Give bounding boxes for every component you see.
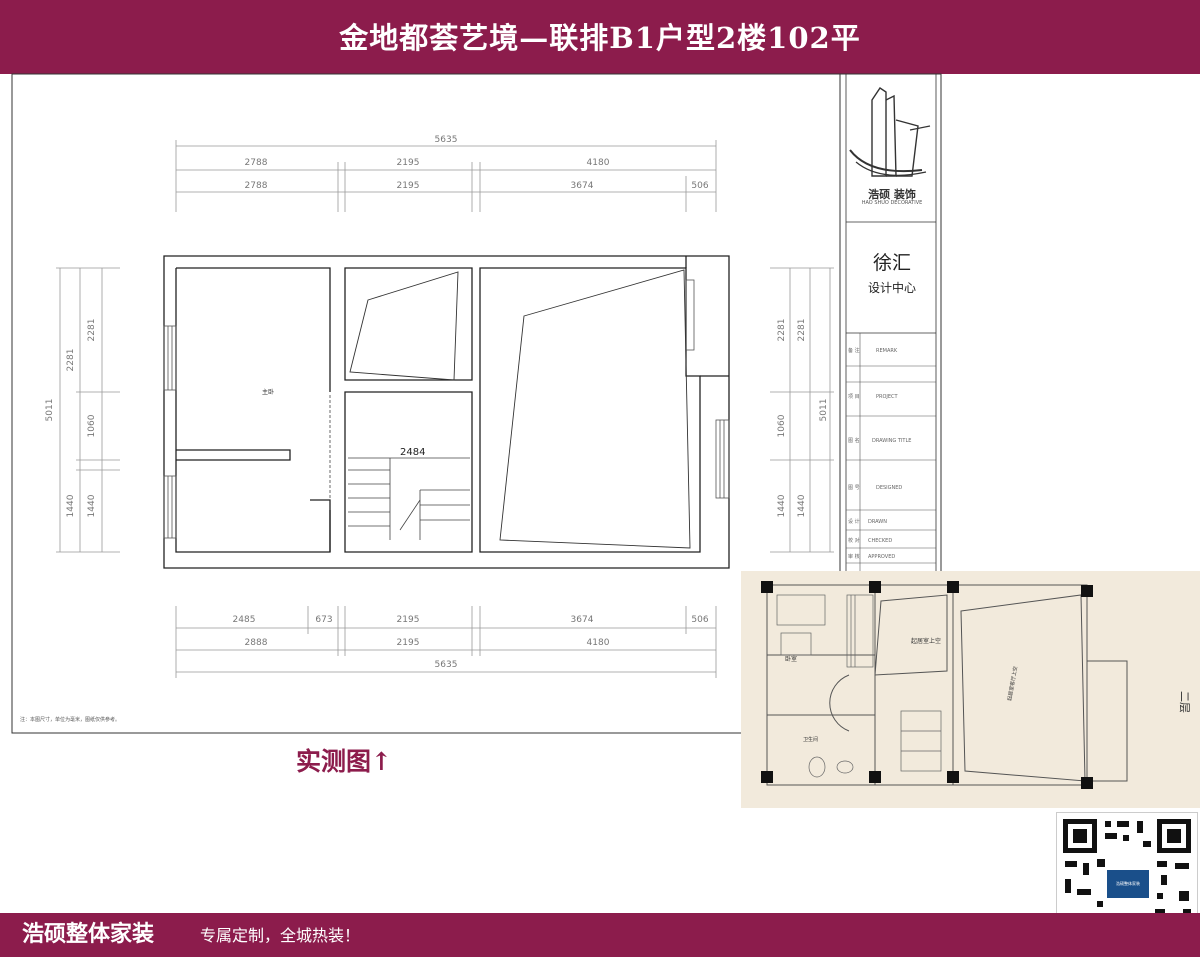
company-logo-icon [849,87,931,177]
bottom-dim: 3674 [571,615,594,625]
room-label: 主卧 [262,388,274,396]
top-dim: 2195 [397,158,420,168]
photo-room-bedroom: 卧室 [785,655,797,663]
bottom-banner: 浩硕整体家装 专属定制，全城热装！ [0,913,1200,957]
bottom-dim: 2888 [245,638,268,648]
location-label: 徐汇 [872,252,911,274]
reference-plan-photo: 卧室 卫生间 起居室上空 起居室客厅上空 二层 [741,571,1200,808]
bottom-dim: 2485 [233,615,256,625]
page-title: 金地都荟艺境—联排B1户型2楼102平 [339,21,861,55]
top-dim: 2788 [245,158,268,168]
bottom-dim: 673 [315,615,332,625]
bottom-total-dim: 5635 [435,660,458,670]
walls [163,255,730,569]
right-dim: 1060 [777,414,787,437]
top-dim: 2195 [397,181,420,191]
tb-row-value: DRAWING TITLE [872,438,911,444]
logo-subtext: HAO SHUO DECORATIVE [861,200,923,206]
drawing-note: 注：本图尺寸，单位为毫米，图纸仅供参考。 [20,717,121,723]
void-outlines [349,269,691,549]
stair-measure: 2484 [400,447,425,458]
tb-row-label: 图 号 [848,485,860,491]
left-dim: 2281 [87,319,97,342]
windows [163,279,730,539]
design-center-title: 徐汇 设计中心 [846,248,938,296]
photo-room-bathroom: 卫生间 [803,736,818,743]
brand-slogan: 专属定制，全城热装！ [200,926,361,945]
tb-row-label: 设 计 [848,518,860,525]
right-dim: 1440 [777,494,787,517]
survey-caption: 实测图↑ [296,747,392,776]
top-dim: 2788 [245,181,268,191]
bottom-dim: 506 [691,615,708,625]
tb-row-value: CHECKED [868,538,892,544]
tb-row-label: 校 对 [848,537,860,544]
top-dimensions [175,140,717,212]
tb-row-label: 备 注 [848,347,860,354]
logo-text: 浩硕 装饰 [868,188,916,201]
photo-room-void: 起居室上空 [911,637,941,645]
right-dim: 2281 [777,319,787,342]
center-label: 设计中心 [867,281,916,295]
brand-name: 浩硕整体家装 [22,922,155,947]
top-dim: 4180 [587,158,610,168]
left-total-dim: 5011 [45,399,55,422]
photo-room-living: 起居室客厅上空 [1006,666,1019,702]
top-total-dim: 5635 [435,135,458,145]
left-dimensions [56,267,120,553]
tb-row-label: 项 目 [848,394,860,400]
right-dim: 2281 [797,319,807,342]
tb-row-value: APPROVED [868,554,895,560]
left-dim: 2281 [66,349,76,372]
top-banner: 金地都荟艺境—联排B1户型2楼102平 [0,0,1200,74]
stairs [329,395,470,540]
bottom-dim: 2195 [397,638,420,648]
tb-row-label: 图 名 [848,437,860,444]
right-total-dim: 5011 [819,399,829,422]
tb-row-value: DRAWN [868,519,887,525]
bottom-dim: 4180 [587,638,610,648]
right-dim: 1440 [797,494,807,517]
left-dim: 1440 [66,494,76,517]
bottom-dim: 2195 [397,615,420,625]
tb-row-value: DESIGNED [876,485,902,491]
tb-row-value: PROJECT [876,394,899,400]
left-dim: 1060 [87,414,97,437]
left-dim: 1440 [87,494,97,517]
top-dim: 3674 [571,181,594,191]
photo-floor-label: 二层 [1178,691,1191,713]
top-dim: 506 [691,181,708,191]
tb-row-value: REMARK [876,348,898,354]
qr-center-badge: 浩硕整体家装 [1107,870,1149,898]
tb-row-label: 审 核 [848,553,860,560]
right-dimensions [770,267,834,553]
bottom-dimensions [175,606,717,678]
